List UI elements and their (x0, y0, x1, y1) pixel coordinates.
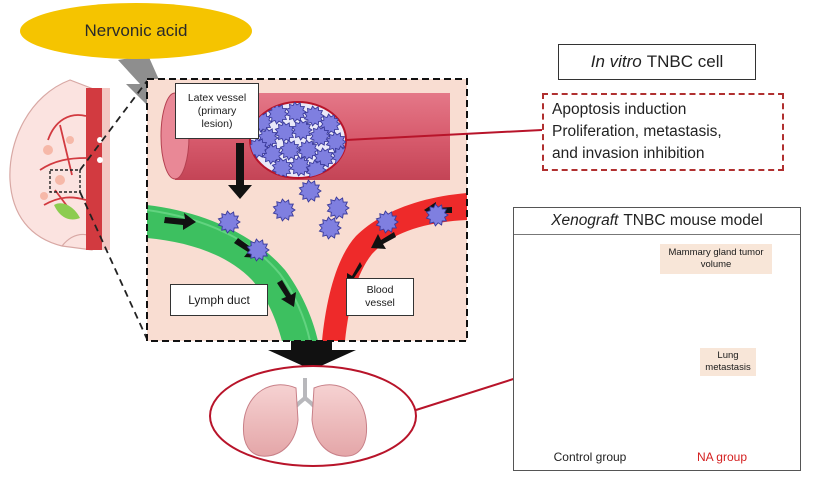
lung-metastasis-label: Lung metastasis (700, 348, 756, 376)
in-vitro-effects: Apoptosis induction Proliferation, metas… (542, 93, 784, 171)
circulating-tumor-cells (217, 179, 449, 262)
tumor-cell-icon (217, 210, 241, 234)
lungs-icon (209, 365, 417, 467)
effect-apoptosis: Apoptosis induction (552, 101, 687, 118)
zoom-line-top (79, 80, 148, 171)
tumor-cell-icon (303, 105, 325, 127)
effect-proliferation: Proliferation, metastasis, (552, 123, 722, 140)
tumor-cell-icon (326, 196, 350, 220)
blood-vessel-label: Blood vessel (346, 278, 414, 316)
tumor-cell-icon (279, 139, 301, 161)
na-group-label: NA group (696, 450, 748, 464)
breast-anatomy-icon (9, 79, 110, 251)
tumor-cell-icon (309, 125, 331, 147)
tumor-cell-icon (289, 155, 311, 177)
tumor-cell-icon (291, 119, 313, 141)
tumor-cell-icon (274, 121, 296, 143)
lung-connector (415, 374, 527, 411)
tumor-cell-icon (425, 203, 449, 227)
lymph-duct (147, 205, 318, 341)
tumor-cell-icon (272, 198, 296, 222)
tumor-cell-icon (298, 179, 322, 203)
effect-connector (345, 129, 543, 141)
control-group-label: Control group (553, 450, 627, 464)
latex-vessel-label: Latex vessel (primary lesion) (175, 83, 259, 139)
tumor-cell-icon (318, 216, 342, 240)
tumor-cell-icon (267, 103, 289, 125)
tumor-cell-icon (271, 157, 293, 178)
tumor-cell-icon (375, 210, 399, 234)
metastasis-arrow (268, 341, 356, 370)
lymph-duct-label: Lymph duct (170, 284, 268, 316)
mammary-tumor-label: Mammary gland tumor volume (660, 244, 772, 274)
tumor-cell-icon (297, 139, 319, 161)
zoom-line-bottom (79, 191, 148, 340)
compound-label: Nervonic acid (20, 3, 252, 59)
effect-invasion: and invasion inhibition (552, 145, 705, 162)
tumor-cell-icon (246, 238, 270, 262)
intravasation-arrow (228, 143, 252, 199)
